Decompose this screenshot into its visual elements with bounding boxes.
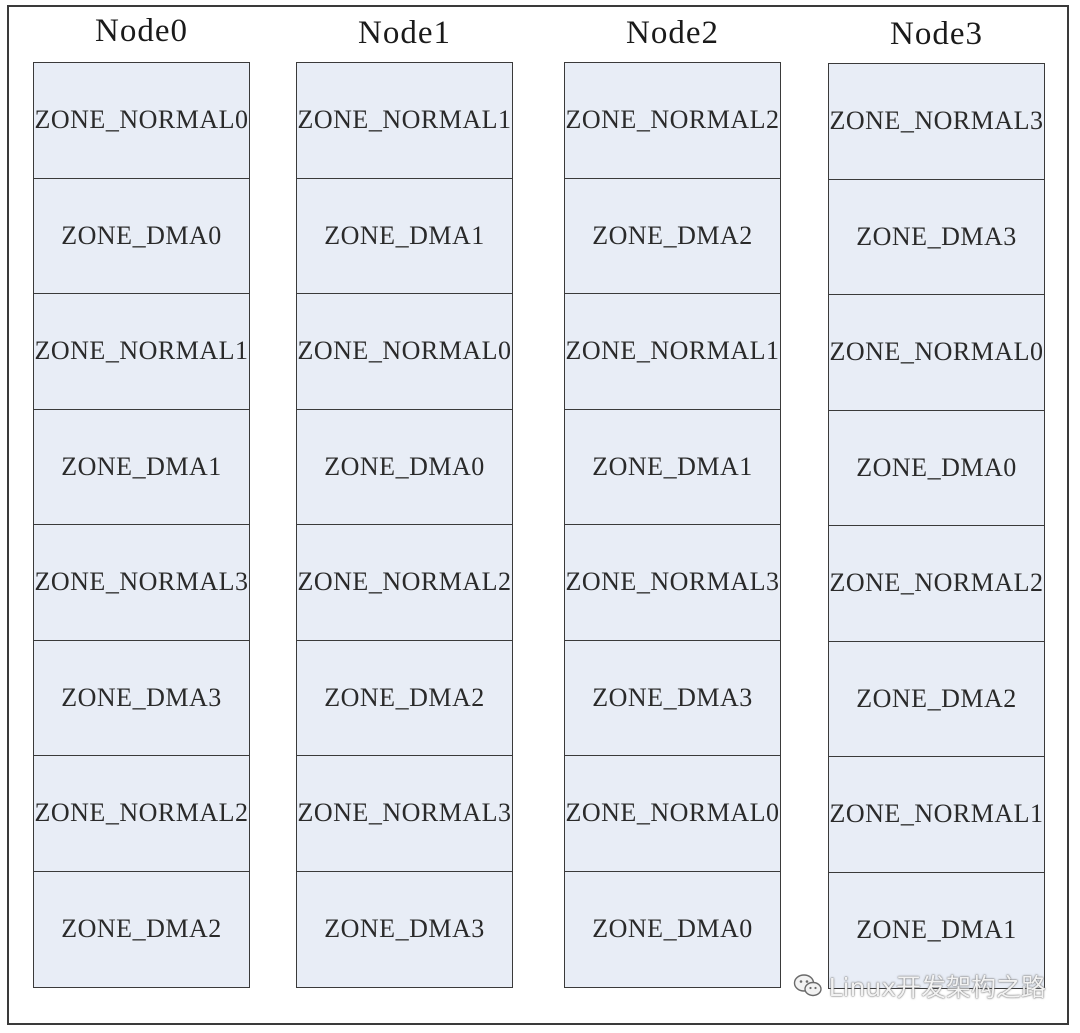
- zone-cell: ZONE_NORMAL0: [565, 756, 780, 872]
- zone-cell: ZONE_DMA3: [829, 180, 1044, 295]
- zone-cell: ZONE_NORMAL2: [565, 63, 780, 179]
- watermark: Linux开发架构之路: [793, 968, 1046, 1004]
- zone-cell: ZONE_DMA2: [61, 914, 222, 944]
- zone-cell: ZONE_NORMAL1: [565, 294, 780, 410]
- zone-cell: ZONE_DMA3: [324, 914, 485, 944]
- zone-cell: ZONE_DMA1: [565, 410, 780, 525]
- zone-cell: ZONE_NORMAL3: [565, 525, 780, 641]
- node-title: Node3: [890, 16, 983, 52]
- zone-cell: ZONE_NORMAL3: [829, 64, 1044, 180]
- zone-cell: ZONE_DMA1: [297, 179, 512, 294]
- wechat-icon: [793, 974, 822, 997]
- zone-stack: ZONE_NORMAL2 ZONE_DMA2 ZONE_NORMAL1 ZONE…: [564, 62, 781, 988]
- zone-stack: ZONE_NORMAL0 ZONE_DMA0 ZONE_NORMAL1 ZONE…: [33, 62, 250, 988]
- zone-cell: ZONE_DMA2: [297, 641, 512, 756]
- zone-cell: ZONE_NORMAL3: [34, 525, 249, 641]
- zone-cell: ZONE_DMA2: [565, 179, 780, 294]
- zone-cell: ZONE_NORMAL2: [34, 756, 249, 872]
- zone-cell: ZONE_DMA2: [829, 642, 1044, 757]
- zone-cell: ZONE_DMA0: [829, 411, 1044, 526]
- zone-cell: ZONE_NORMAL2: [297, 525, 512, 641]
- zone-cell: ZONE_DMA3: [565, 641, 780, 756]
- zone-cell: ZONE_NORMAL2: [829, 526, 1044, 642]
- zone-cell: ZONE_NORMAL0: [34, 63, 249, 179]
- zone-cell: ZONE_NORMAL1: [297, 63, 512, 179]
- zone-cell: ZONE_NORMAL0: [829, 295, 1044, 411]
- node-title: Node2: [626, 15, 719, 51]
- zone-cell: ZONE_DMA0: [297, 410, 512, 525]
- zone-cell: ZONE_NORMAL0: [297, 294, 512, 410]
- zone-stack: ZONE_NORMAL3 ZONE_DMA3 ZONE_NORMAL0 ZONE…: [828, 63, 1045, 989]
- zone-cell: ZONE_DMA1: [856, 915, 1017, 945]
- node-title: Node0: [95, 13, 188, 49]
- zone-stack: ZONE_NORMAL1 ZONE_DMA1 ZONE_NORMAL0 ZONE…: [296, 62, 513, 988]
- zone-cell: ZONE_DMA0: [34, 179, 249, 294]
- node-title: Node1: [358, 15, 451, 51]
- zone-cell: ZONE_NORMAL3: [297, 756, 512, 872]
- zone-cell: ZONE_NORMAL1: [829, 757, 1044, 873]
- zone-cell: ZONE_DMA3: [34, 641, 249, 756]
- zone-cell: ZONE_DMA0: [592, 914, 753, 944]
- watermark-text: Linux开发架构之路: [828, 973, 1046, 1002]
- zone-cell: ZONE_DMA1: [34, 410, 249, 525]
- zone-cell: ZONE_NORMAL1: [34, 294, 249, 410]
